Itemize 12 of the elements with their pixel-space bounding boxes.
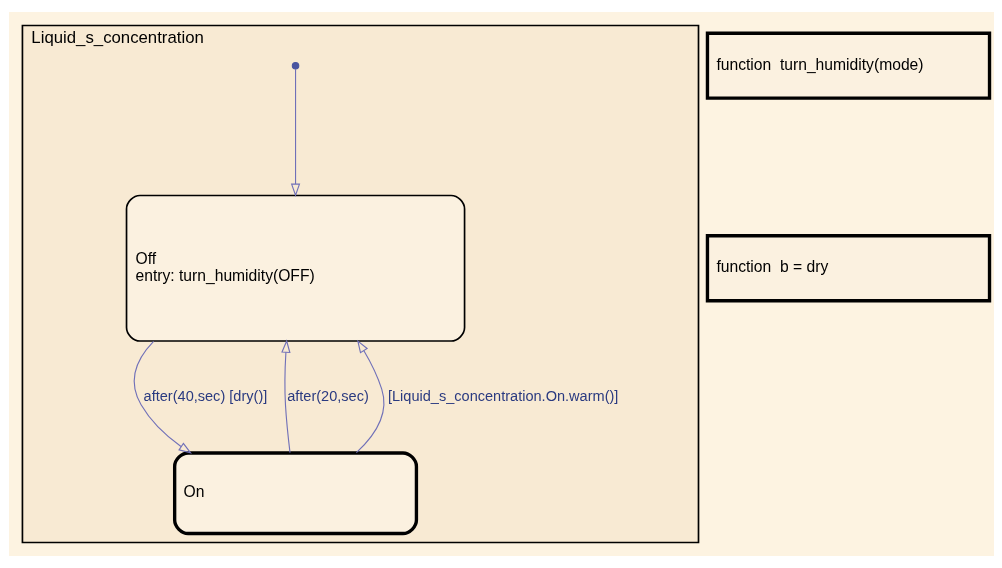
node-box: On <box>172 451 418 536</box>
arrow <box>290 68 300 197</box>
arrow <box>355 339 384 454</box>
node-box: Off entry: turn_humidity(OFF) <box>125 194 465 342</box>
edge-label: [Liquid_s_concentration.On.warm()] <box>387 387 618 404</box>
edge-label: after(20,sec) <box>286 387 369 404</box>
node-circle <box>291 61 299 70</box>
node-box: function b = dry <box>705 234 991 303</box>
arrow <box>133 340 192 454</box>
arrow <box>280 339 291 454</box>
node-box: function turn_humidity(mode) <box>705 31 991 100</box>
edge-label: after(40,sec) [dry()] <box>143 387 267 404</box>
